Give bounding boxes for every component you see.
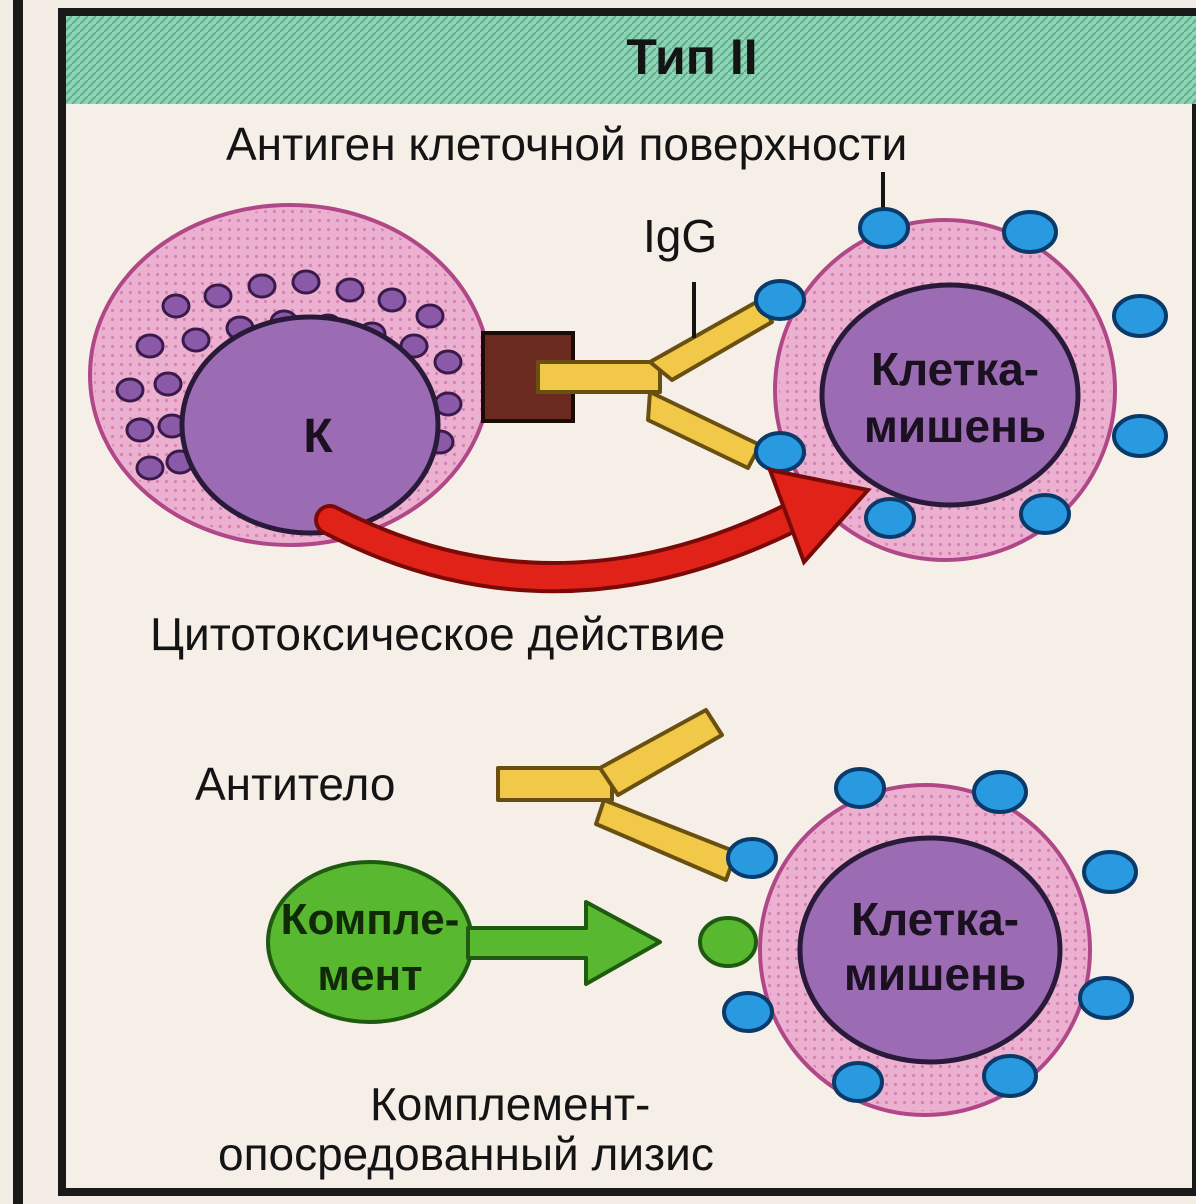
granule (417, 305, 443, 327)
complement-label-1: Компле- (281, 895, 460, 944)
cytotoxic-action-label: Цитотоксическое действие (150, 608, 725, 660)
k-cell: К (90, 205, 490, 545)
target-cell-top-nucleus (822, 285, 1078, 505)
granule (337, 279, 363, 301)
k-cell-label: К (303, 410, 333, 463)
target-cell-top-label-2: мишень (864, 400, 1046, 452)
antibody-label: Антитело (195, 758, 395, 810)
complement-label-2: мент (317, 951, 422, 1000)
antigen (834, 1063, 882, 1101)
target-cell-bottom-label-2: мишень (844, 948, 1026, 1000)
granule (249, 275, 275, 297)
granule (137, 457, 163, 479)
granule (117, 379, 143, 401)
target-cell-top-label-1: Клетка- (871, 343, 1039, 395)
granule (293, 271, 319, 293)
target-cell-bottom-label-1: Клетка- (851, 893, 1019, 945)
antigen (974, 772, 1026, 812)
diagram-title: Тип II (626, 29, 757, 85)
antigen (836, 769, 884, 807)
lysis-label-2: опосредованный лизис (218, 1128, 714, 1180)
granule (205, 285, 231, 307)
antigen (756, 433, 804, 471)
lysis-label-1: Комплемент- (370, 1078, 650, 1130)
antigen (756, 281, 804, 319)
antigen (860, 209, 908, 247)
granule (379, 289, 405, 311)
antigen (1004, 212, 1056, 252)
surface-antigen-label: Антиген клеточной поверхности (226, 118, 907, 170)
antigen (866, 499, 914, 537)
antigen (728, 839, 776, 877)
antigen (724, 993, 772, 1031)
granule (183, 329, 209, 351)
complement-fragment (700, 918, 756, 966)
antigen (984, 1056, 1036, 1096)
antigen (1021, 495, 1069, 533)
granule (155, 373, 181, 395)
granule (137, 335, 163, 357)
antigen (1114, 416, 1166, 456)
antigen (1080, 978, 1132, 1018)
granule (163, 295, 189, 317)
antigen (1114, 296, 1166, 336)
antigen (1084, 852, 1136, 892)
granule (435, 351, 461, 373)
igg-label: IgG (643, 210, 717, 262)
granule (127, 419, 153, 441)
